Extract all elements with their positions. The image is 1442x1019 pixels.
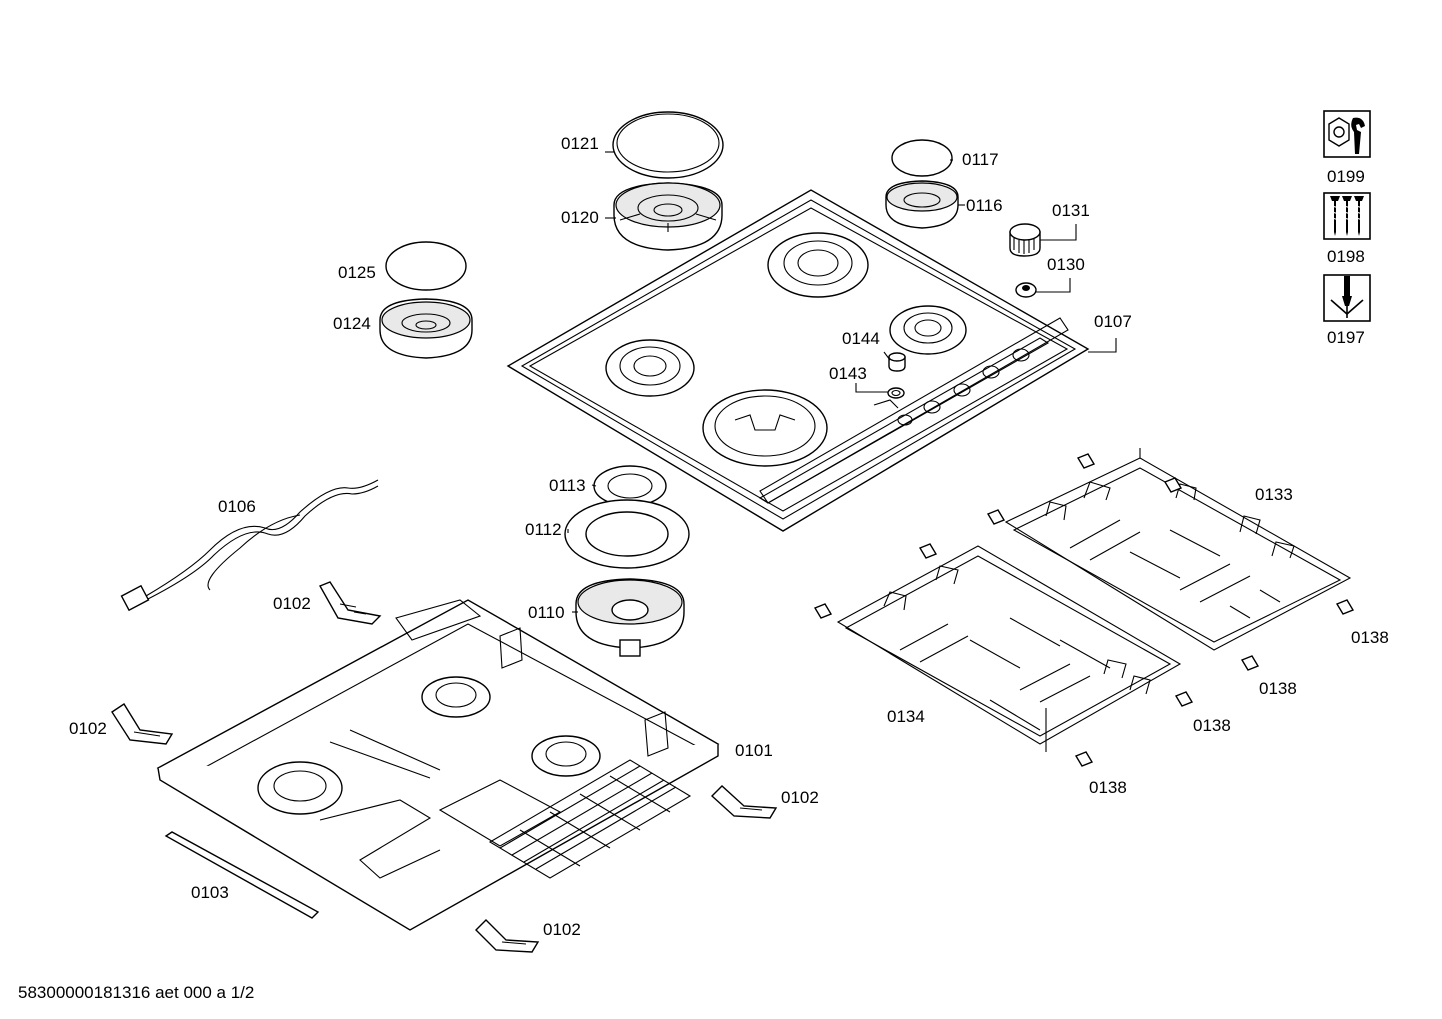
label-0138-b: 0138 [1259, 679, 1297, 698]
label-0117: 0117 [962, 150, 999, 169]
seal-strip-0103 [164, 831, 320, 919]
label-0138-c: 0138 [1193, 716, 1231, 735]
kit-label-0199: 0199 [1327, 167, 1365, 186]
label-0107: 0107 [1094, 312, 1132, 331]
bracket-0102-b [111, 703, 174, 745]
kit-label-0197: 0197 [1327, 328, 1365, 347]
bracket-0102-c [710, 785, 778, 819]
burner-cap-0117 [891, 139, 953, 177]
label-0138-a: 0138 [1351, 628, 1389, 647]
label-0120: 0120 [561, 208, 599, 227]
ring-0112 [564, 499, 690, 569]
label-0121: 0121 [561, 134, 599, 153]
wrench-nut-icon [1323, 110, 1371, 158]
label-0113: 0113 [549, 476, 586, 495]
label-0102-b: 0102 [69, 719, 107, 738]
kit-label-0198: 0198 [1327, 247, 1365, 266]
label-0116: 0116 [966, 196, 1003, 215]
bracket-0102-d [475, 919, 540, 953]
label-0102-d: 0102 [543, 920, 581, 939]
base-tray-0101 [156, 599, 720, 931]
label-0133: 0133 [1255, 485, 1293, 504]
screwdriver-icon [1323, 274, 1371, 322]
label-0102-a: 0102 [273, 594, 311, 613]
label-0101: 0101 [735, 741, 773, 760]
burner-0116 [885, 180, 959, 229]
label-0144: 0144 [842, 329, 880, 348]
small-knob-0144 [888, 352, 906, 372]
label-0131: 0131 [1052, 201, 1090, 220]
power-cord-0106 [120, 479, 379, 612]
label-0110: 0110 [528, 603, 565, 622]
wok-burner-0110 [575, 578, 685, 657]
screws-icon [1323, 192, 1371, 240]
burner-0124 [379, 298, 473, 359]
label-0138-d: 0138 [1089, 778, 1127, 797]
rubber-foot-0138 [813, 453, 1355, 767]
control-knob-0131 [1009, 223, 1041, 257]
label-0124: 0124 [333, 314, 371, 333]
label-0125: 0125 [338, 263, 376, 282]
label-0143: 0143 [829, 364, 867, 383]
label-0102-c: 0102 [781, 788, 819, 807]
knob-seal-0143 [887, 387, 905, 399]
pan-support-0133 [1004, 448, 1352, 651]
label-0112: 0112 [525, 520, 562, 539]
leader-lines [567, 151, 1117, 613]
label-0103: 0103 [191, 883, 229, 902]
pan-support-0134 [836, 545, 1182, 752]
cooktop-plate [506, 189, 1090, 532]
document-code: 58300000181316 aet 000 a 1/2 [18, 983, 255, 1002]
burner-0120 [613, 182, 723, 251]
label-0130: 0130 [1047, 255, 1085, 274]
bracket-0102-a [318, 581, 382, 625]
label-0134: 0134 [887, 707, 925, 726]
label-0106: 0106 [218, 497, 256, 516]
knob-base-0130 [1015, 282, 1037, 298]
burner-cap-0121 [612, 111, 724, 179]
burner-cap-0125 [385, 241, 467, 291]
